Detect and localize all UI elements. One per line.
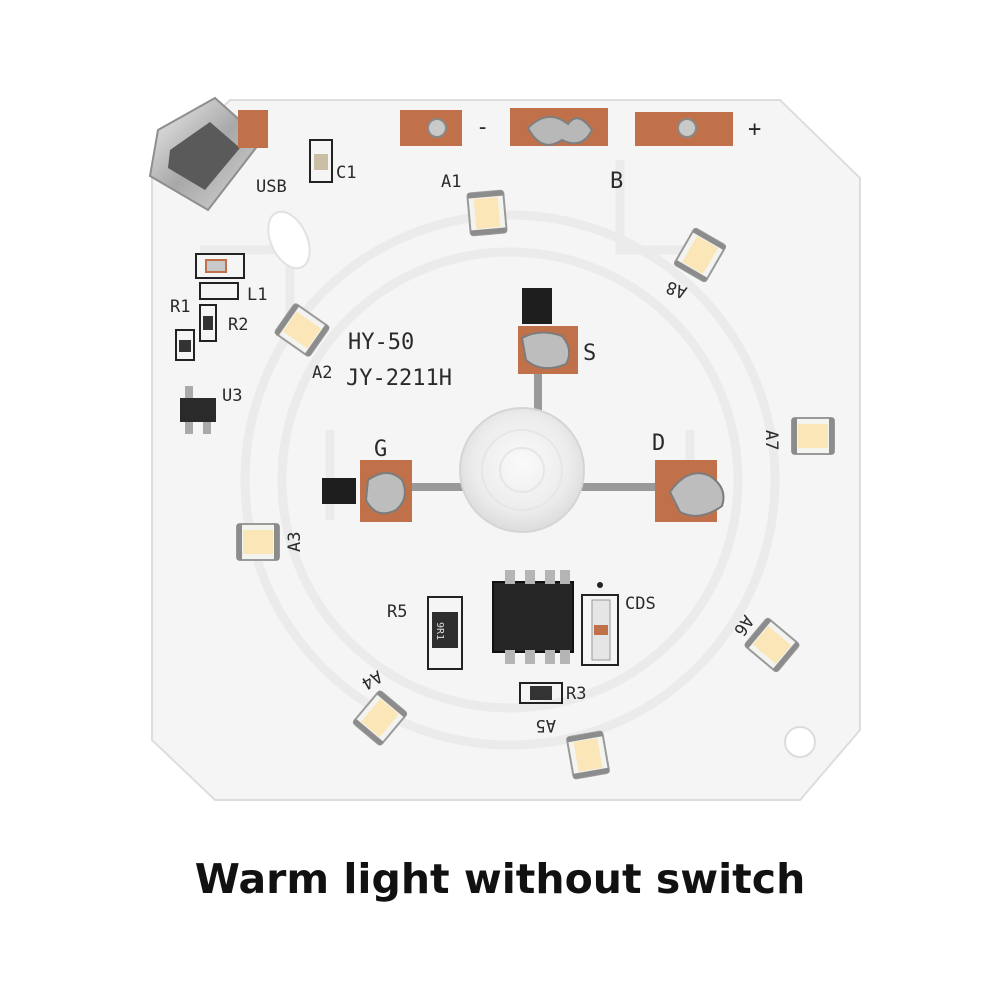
- pcb-traces: [200, 160, 780, 750]
- terminal-b-label: B: [610, 169, 623, 194]
- led-a6: [744, 617, 800, 673]
- usb-connector: [148, 96, 268, 212]
- terminal-pads: [400, 108, 733, 146]
- label-c1: C1: [336, 163, 356, 183]
- label-pin-g: G: [374, 437, 387, 462]
- terminal-plus-label: +: [748, 117, 761, 142]
- label-a5: A5: [536, 715, 556, 735]
- product-caption: Warm light without switch: [194, 855, 806, 903]
- label-cds: CDS: [625, 594, 656, 614]
- smd-components: 9R1: [175, 139, 619, 704]
- label-r5: R5: [387, 602, 407, 622]
- led-a2: [274, 303, 330, 357]
- ic-chip: [492, 570, 574, 664]
- label-r1: R1: [170, 297, 190, 317]
- label-a2: A2: [312, 363, 332, 383]
- label-pin-s: S: [583, 341, 596, 366]
- label-r2: R2: [228, 315, 248, 335]
- mounting-hole: [784, 726, 816, 758]
- gate-pad: [322, 460, 412, 522]
- led-a7: [791, 417, 835, 455]
- drain-pad: [655, 460, 725, 522]
- source-pad: [518, 288, 578, 374]
- label-r3: R3: [566, 684, 586, 704]
- led-a4: [352, 690, 408, 746]
- label-u3: U3: [222, 386, 242, 406]
- label-l1: L1: [247, 285, 267, 305]
- led-board-photo: - + B 9R1: [148, 96, 861, 801]
- led-a1: [466, 189, 508, 237]
- label-a3: A3: [285, 532, 305, 552]
- label-a1: A1: [441, 172, 461, 192]
- label-part-number: JY-2211H: [346, 366, 452, 391]
- led-a8: [673, 227, 727, 283]
- mounting-hole: [267, 210, 311, 270]
- label-a7: A7: [761, 430, 781, 450]
- label-pin-d: D: [652, 431, 665, 456]
- label-usb: USB: [256, 177, 287, 197]
- label-model: HY-50: [348, 330, 414, 355]
- led-a5: [566, 730, 610, 780]
- terminal-minus-label: -: [476, 115, 489, 140]
- r5-marking: 9R1: [434, 622, 445, 640]
- led-a3: [236, 523, 280, 561]
